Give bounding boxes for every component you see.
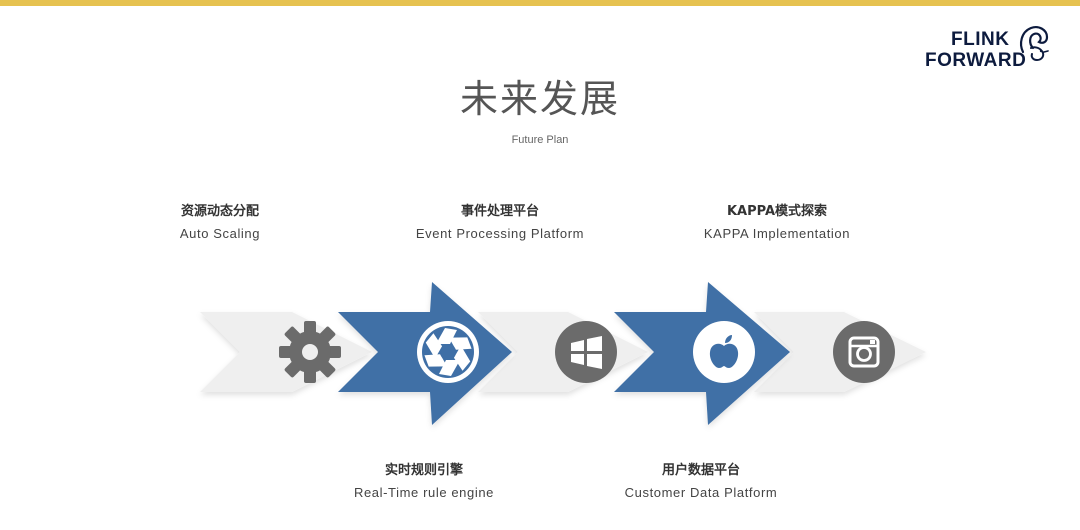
step-label-event-processing: 事件处理平台 Event Processing Platform (370, 200, 630, 241)
step-label-en: Real-Time rule engine (353, 485, 494, 500)
slide-title: 未来发展 (459, 77, 620, 121)
step-label-zh: 事件处理平台 (460, 204, 539, 219)
step-label-zh: 资源动态分配 (180, 204, 259, 219)
step-label-zh: KAPPA模式探索 (726, 204, 828, 219)
gear-icon (279, 321, 341, 383)
step-label-auto-scaling: 资源动态分配 Auto Scaling (90, 200, 350, 241)
logo-text-line2: FORWARD (925, 50, 1027, 71)
step-label-customer-data-platform: 用户数据平台 Customer Data Platform (571, 459, 831, 500)
logo-text-line1: FLINK (951, 29, 1010, 50)
process-diagram (200, 282, 926, 425)
squirrel-icon (1020, 26, 1049, 62)
apple-icon (693, 321, 755, 383)
accent-bar (0, 0, 1080, 6)
slide-subtitle: Future Plan (511, 134, 569, 146)
step-label-en: Event Processing Platform (415, 226, 585, 241)
aperture-icon (417, 321, 479, 383)
instagram-icon (833, 321, 895, 383)
step-label-zh: 用户数据平台 (661, 463, 740, 478)
windows-icon (555, 321, 617, 383)
step-label-en: Customer Data Platform (624, 485, 778, 500)
step-label-en: KAPPA Implementation (703, 226, 851, 241)
flink-forward-logo: FLINK FORWARD (925, 22, 1055, 74)
step-label-kappa: KAPPA模式探索 KAPPA Implementation (647, 200, 907, 241)
step-label-en: Auto Scaling (179, 226, 261, 241)
step-label-realtime-rule-engine: 实时规则引擎 Real-Time rule engine (294, 459, 554, 500)
step-label-zh: 实时规则引擎 (384, 463, 463, 478)
